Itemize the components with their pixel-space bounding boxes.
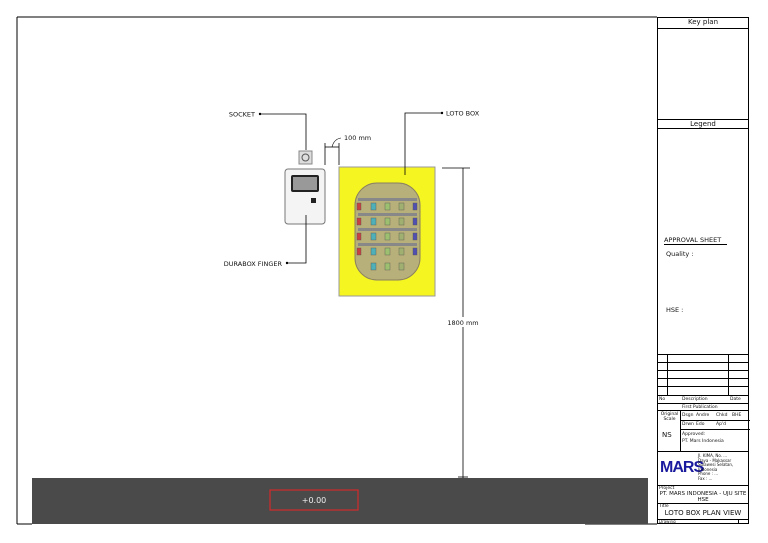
padlock-icon: [384, 232, 391, 241]
durabox-label: DURABOX FINGER: [224, 260, 283, 268]
title-label: Title: [659, 504, 669, 509]
socket-leader: [260, 113, 307, 150]
approved-by: PT. Mars Indonesia: [682, 439, 724, 444]
company-block: MARS Jl. KIMA, No. ... Daya - Makassar S…: [658, 452, 748, 486]
original-scale-label: Original Scale: [660, 412, 679, 422]
durabox-finger-icon: [284, 168, 326, 225]
drwn-label: Drwn: [682, 422, 694, 427]
rev-no: No: [659, 397, 666, 402]
address-line: Sulawesi Selatan, Indonesia: [698, 462, 734, 472]
mars-logo: MARS: [660, 459, 704, 476]
address-line: Fax : ...: [698, 475, 713, 481]
padlock-icon: [370, 232, 377, 241]
padlock-icon: [370, 262, 377, 271]
title-block: Key plan Legend APPROVAL SHEET Quality :…: [657, 17, 750, 524]
leader-dot: [285, 261, 289, 265]
padlock-icon: [412, 247, 418, 256]
dsgn-name: Andre: [696, 413, 710, 418]
socket-label: SOCKET: [229, 111, 255, 119]
address-line: Phone : ...: [698, 471, 719, 476]
gap-dimension-label: 100 mm: [344, 134, 371, 142]
padlock-icon: [370, 217, 377, 226]
dsgn-label: Dsgn: [682, 413, 694, 418]
padlock-icon: [356, 232, 362, 241]
padlock-icon: [356, 217, 362, 226]
padlock-icon: [356, 202, 362, 211]
padlock-icon: [370, 247, 377, 256]
padlock-icon: [384, 202, 391, 211]
socket-icon: [298, 150, 313, 165]
gap-dimension: [324, 137, 342, 165]
padlock-icon: [412, 202, 418, 211]
padlock-icon: [398, 217, 405, 226]
drwn-name: Edo: [696, 422, 705, 427]
project-name: PT. MARS INDONESIA - UJU SITE HSE: [659, 491, 747, 503]
leader-dot: [440, 111, 444, 115]
hook-bar: [358, 243, 417, 246]
padlock-icon: [412, 217, 418, 226]
floor-level-box: [269, 489, 359, 511]
padlock-icon: [412, 232, 418, 241]
chkd-label: Chkd: [716, 413, 728, 418]
chkd-name: BHE: [732, 413, 742, 418]
loto-leader: [404, 112, 442, 175]
project-block: Project PT. MARS INDONESIA - UJU SITE HS…: [658, 486, 748, 504]
height-dimension-label: 1800 mm: [447, 319, 478, 327]
legend-header: Legend: [658, 119, 748, 129]
padlock-icon: [398, 232, 405, 241]
dimension-label-bg: [444, 317, 482, 327]
floor-level-label: +0.00: [302, 496, 327, 505]
padlock-icon: [356, 247, 362, 256]
padlock-icon: [398, 247, 405, 256]
address-line: Daya - Makassar: [698, 457, 732, 463]
padlock-icon: [398, 202, 405, 211]
drawing-label: Drawing: [659, 519, 676, 524]
loto-box-label: LOTO BOX: [446, 110, 480, 118]
padlock-grid: [356, 198, 418, 271]
hook-bar: [358, 228, 417, 231]
rev-description: Description: [682, 397, 708, 402]
floor: [32, 478, 648, 524]
hook-bar: [358, 198, 417, 201]
rev-first: First Publication: [682, 405, 718, 410]
address-line: Jl. KIMA, No. ...: [698, 453, 728, 458]
leader-dot: [258, 112, 262, 116]
apd-label: Ap'd: [716, 422, 727, 427]
padlock-icon: [384, 247, 391, 256]
padlock-icon: [384, 217, 391, 226]
drawing-title: LOTO BOX PLAN VIEW: [664, 509, 742, 517]
project-label: Project: [659, 486, 675, 491]
revision-header-row: No Description Date: [658, 395, 748, 403]
title-section: Title LOTO BOX PLAN VIEW: [658, 504, 748, 520]
padlock-icon: [398, 262, 405, 271]
padlock-icon: [370, 202, 377, 211]
rev-date: Date: [730, 397, 741, 402]
hse-label: HSE :: [666, 306, 684, 314]
scale-block: Original Scale NS Dsgn Andre Chkd BHE Dr…: [658, 411, 750, 452]
approved-label: Approved:: [682, 432, 706, 437]
padlock-icon: [384, 262, 391, 271]
key-plan-header: Key plan: [658, 18, 748, 29]
approval-sheet-heading: APPROVAL SHEET: [664, 236, 728, 245]
durabox-leader: [287, 215, 307, 264]
quality-label: Quality :: [666, 250, 694, 258]
scale-value: NS: [662, 431, 672, 439]
hook-bar: [358, 213, 417, 216]
